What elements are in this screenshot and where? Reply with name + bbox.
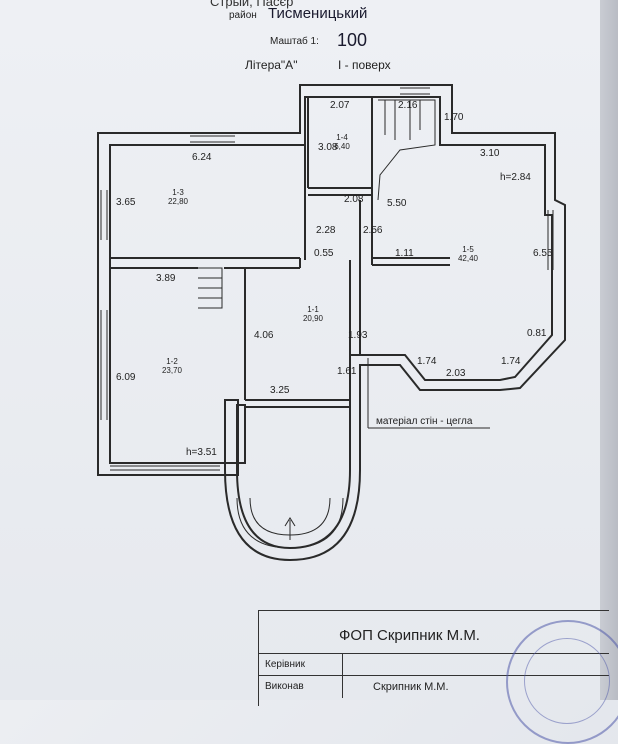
dim: 3.08 [318,142,338,153]
row-label: Виконав [259,676,343,698]
dim: 3.65 [116,197,136,208]
wall-material-note: матеріал стін - цегла [376,416,473,427]
district-value: Тисменицький [268,5,368,22]
floor-plan: 1-3 22,80 1-4 6,40 1-5 42,40 1-1 20,90 1… [97,84,566,562]
dim: h=3.51 [186,447,217,458]
dim: 2.07 [330,100,350,111]
room-label-1-2: 1-2 [166,357,178,366]
row-label: Керівник [259,654,343,676]
page-edge [600,0,618,700]
title-block: ФОП Скрипник М.М. Керівник Виконав Скрип… [258,610,609,706]
dim: 1.61 [337,366,357,377]
stair-small [198,267,223,309]
dim: h=2.84 [500,172,531,183]
room-area-1-2: 23,70 [162,366,183,375]
title-row: Керівник [259,653,609,676]
dim: 4.06 [254,330,274,341]
company-name: ФОП Скрипник М.М. [339,627,480,644]
litera-label: Літера"А" [245,58,298,72]
scale-value: 100 [337,30,368,50]
dim: 1.93 [348,330,368,341]
dim: 5.50 [387,198,407,209]
dim: 2.16 [398,100,418,111]
dim: 3.10 [480,148,500,159]
title-row: Виконав Скрипник М.М. [259,675,609,698]
dim: 2.03 [446,368,466,379]
dim: 6.55 [533,248,553,259]
room-label-1-1: 1-1 [307,305,319,314]
official-seal [506,620,618,744]
dim: 1.74 [501,356,521,367]
dim: 0.55 [314,248,334,259]
dim: 1.70 [444,112,464,123]
header-cut-text: Стрый, Пасєр [210,0,294,9]
room-label-1-5: 1-5 [462,245,474,254]
scale-label: Маштаб 1: [270,36,319,47]
floor-label: І - поверх [338,58,391,72]
room-area-1-5: 42,40 [458,254,479,263]
district-label: район [229,10,257,21]
room-area-1-3: 22,80 [168,197,189,206]
room-area-1-1: 20,90 [303,314,324,323]
room-area-1-4: 6,40 [334,142,350,151]
stair-main [377,99,436,201]
seal-inner-ring [524,638,610,724]
dim: 0.81 [527,328,547,339]
room-label-1-4: 1-4 [336,133,348,142]
dim: 1.74 [417,356,437,367]
room-label-1-3: 1-3 [172,188,184,197]
dim: 1.11 [395,248,414,259]
stair-arrow [284,517,296,540]
dim: 2.56 [363,225,383,236]
dim: 6.09 [116,372,136,383]
interior-walls [110,97,450,408]
dim: 3.25 [270,385,290,396]
dim: 2.28 [316,225,336,236]
dim: 3.89 [156,273,176,284]
windows [100,87,554,471]
row-value: Скрипник М.М. [373,681,449,693]
outer-wall-inner [109,96,553,550]
dim: 6.24 [192,152,212,163]
outer-wall-outer [97,84,566,562]
dim: 2.08 [344,194,364,205]
